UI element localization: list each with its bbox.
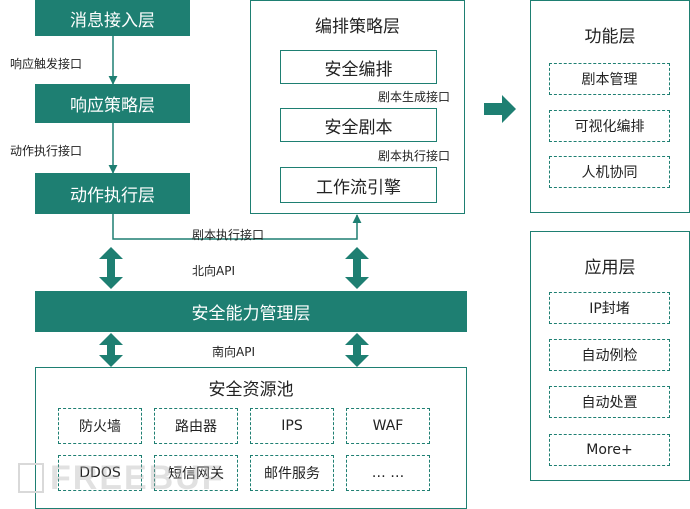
orchestration-item: 安全编排 [280,50,437,84]
application-item: 自动例检 [549,339,670,371]
double-arrow-icon [345,247,369,289]
function-item: 人机协同 [549,156,670,188]
playbook-generate-interface-label: 剧本生成接口 [378,90,451,104]
resource-item: 邮件服务 [250,455,334,491]
msg-access-layer-label: 消息接入层 [70,10,155,31]
resource-item: WAF [346,408,430,444]
orchestration-title: 编排策略层 [315,16,400,37]
orchestration-item: 工作流引擎 [280,167,437,203]
resource-pool-title: 安全资源池 [208,379,294,400]
double-arrow-icon [345,333,369,367]
application-layer-title: 应用层 [584,257,636,278]
northbound-api-label: 北向API [192,264,235,278]
response-trigger-interface-label: 响应触发接口 [10,57,83,71]
application-item: 自动处置 [549,386,670,418]
response-strategy-layer-label: 响应策略层 [70,96,155,116]
playbook-exec-interface-label: 剧本执行接口 [192,228,265,242]
resource-item: IPS [250,408,334,444]
resource-item: 路由器 [154,408,238,444]
resource-item: 短信网关 [154,455,238,491]
function-layer-title: 功能层 [584,26,636,47]
function-item: 剧本管理 [549,63,670,95]
arrow-action-to-orchestration [112,214,362,240]
action-exec-interface-label: 动作执行接口 [10,144,83,158]
security-capability-mgmt-label: 安全能力管理层 [191,304,311,324]
action-exec-layer-label: 动作执行层 [70,186,155,206]
resource-item: 防火墙 [58,408,142,444]
resource-item: DDOS [58,455,142,491]
right-arrow-icon [484,95,516,123]
response-strategy-layer: 响应策略层 [35,84,190,123]
double-arrow-icon [99,333,123,367]
application-item: More+ [549,434,670,466]
msg-access-layer: 消息接入层 [35,0,190,36]
orchestration-item: 安全剧本 [280,108,437,142]
security-capability-mgmt-layer: 安全能力管理层 [35,291,467,332]
double-arrow-icon [99,247,123,289]
function-item: 可视化编排 [549,110,670,142]
southbound-api-label: 南向API [212,345,255,359]
playbook-exec-interface-label: 剧本执行接口 [378,149,451,163]
action-exec-layer: 动作执行层 [35,173,190,214]
resource-item: … … [346,455,430,491]
application-item: IP封堵 [549,292,670,324]
